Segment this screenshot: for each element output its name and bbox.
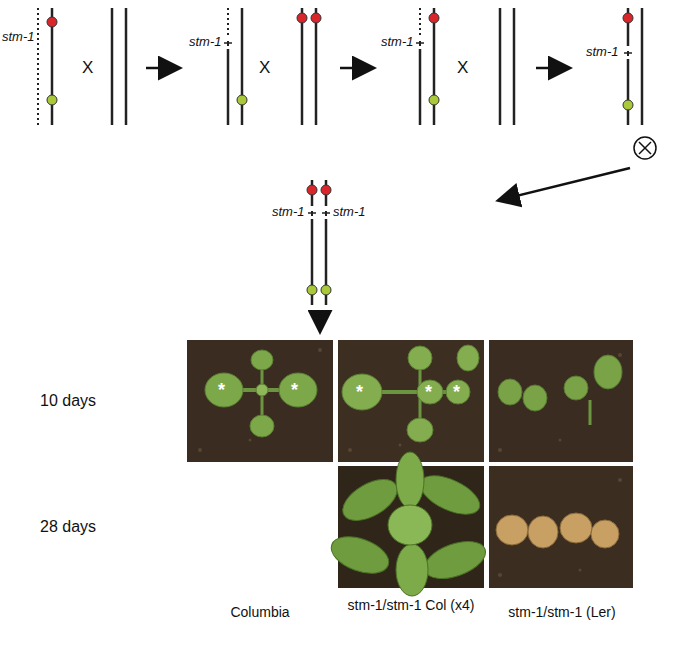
text-label: stm-1 — [189, 35, 222, 50]
text-label: stm-1/stm-1 (Ler) — [492, 604, 632, 620]
asterisk-mark: * — [356, 382, 363, 403]
text-label: Columbia — [190, 604, 330, 620]
asterisk-mark: * — [291, 380, 298, 401]
asterisk-mark: * — [425, 382, 432, 403]
asterisk-mark: * — [453, 382, 460, 403]
text-label: stm-1 — [586, 45, 619, 60]
text-label: stm-1 — [2, 30, 35, 45]
text-label: 10 days — [40, 392, 96, 410]
text-label: stm-1 — [333, 205, 366, 220]
text-label: X — [82, 58, 93, 78]
text-label: stm-1/stm-1 Col (x4) — [346, 597, 476, 613]
text-label: stm-1 — [381, 35, 414, 50]
text-label: X — [457, 58, 468, 78]
text-label: 28 days — [40, 518, 96, 536]
text-label: stm-1 — [272, 205, 305, 220]
text-label: X — [259, 58, 270, 78]
asterisk-mark: * — [218, 380, 225, 401]
